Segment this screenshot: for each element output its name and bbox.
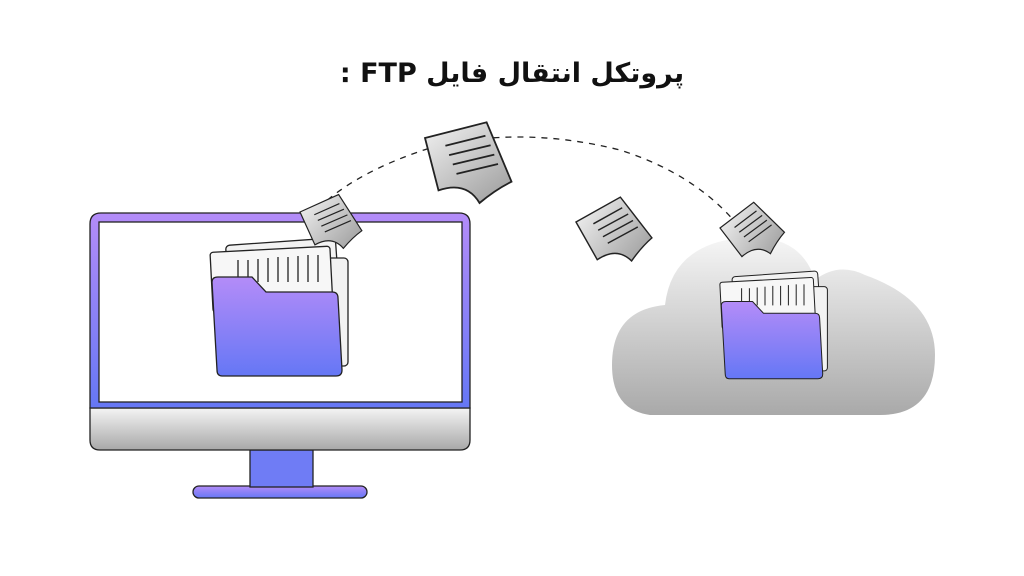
document-icon xyxy=(572,192,656,270)
computer-monitor xyxy=(89,212,471,499)
folder-icon xyxy=(719,270,828,380)
page-title: پروتکل انتقال فایل FTP : xyxy=(339,58,685,89)
folder-icon xyxy=(209,237,349,377)
transfer-path-dashed xyxy=(295,136,771,279)
cloud xyxy=(612,237,935,415)
document-icon xyxy=(418,116,518,207)
